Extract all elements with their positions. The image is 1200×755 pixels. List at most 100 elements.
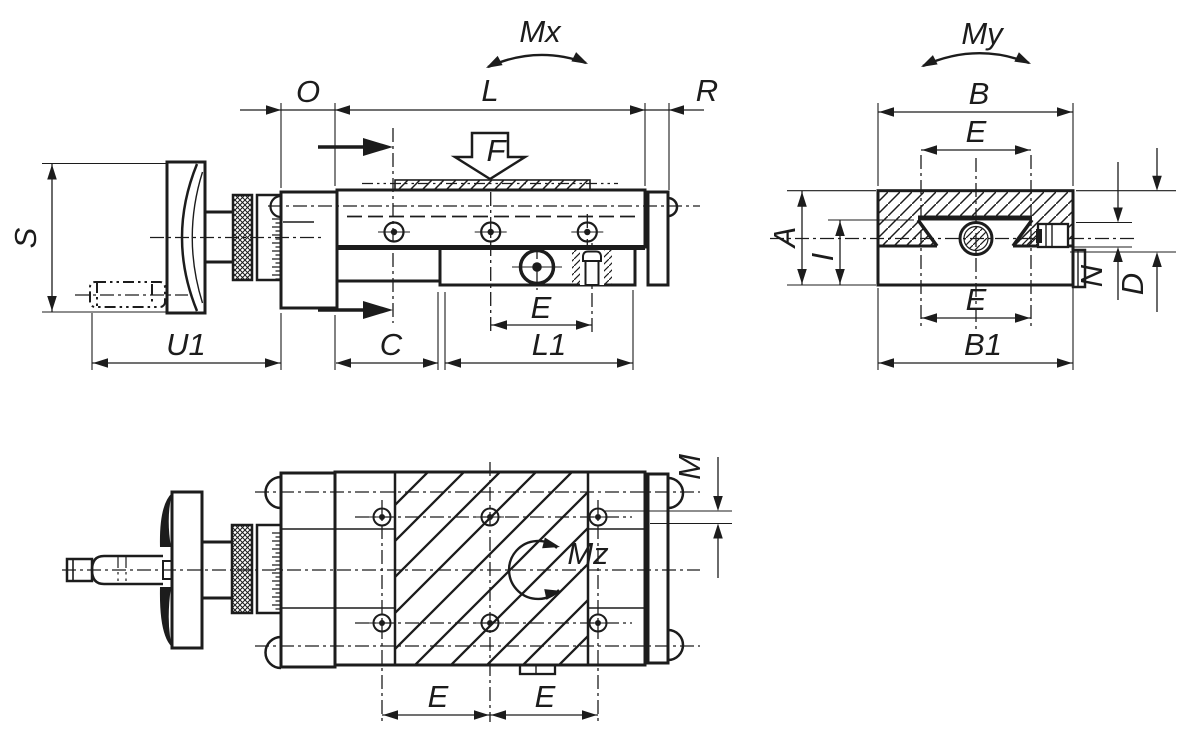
force-label: F <box>487 133 508 168</box>
dovetail-edges-right <box>588 528 648 609</box>
dim-u1-label: U1 <box>166 327 206 362</box>
side-handwheel <box>165 160 283 315</box>
table-hole <box>476 507 504 527</box>
fold-grip-top <box>90 554 163 586</box>
end-dim-b: B <box>877 76 1074 186</box>
gib-strip-hatch <box>1015 221 1038 246</box>
side-body <box>279 179 679 310</box>
side-dim-c: C <box>334 292 439 370</box>
spindle-dome <box>269 194 282 219</box>
lead-screw-section <box>958 221 994 256</box>
hub-top <box>202 540 232 600</box>
side-dim-s: S <box>8 162 172 313</box>
set-screw-body <box>584 260 600 286</box>
dim-l-label: L <box>481 73 498 108</box>
top-holes <box>368 507 612 633</box>
end-body-outline <box>876 189 1075 287</box>
handwheel-disc <box>165 160 207 315</box>
dim-c-label: C <box>380 327 403 362</box>
end-dim-a: A <box>767 190 876 286</box>
dim-b-label: B <box>969 76 990 111</box>
handwheel-disc-top <box>170 490 204 650</box>
mount-hole <box>571 221 604 243</box>
end-dim-n: N <box>1070 162 1132 300</box>
table-hole <box>368 507 396 527</box>
dim-s-label: S <box>8 227 43 248</box>
end-centerlines <box>770 155 1135 332</box>
dovetail-flanks <box>916 218 1034 248</box>
force-arrow: F <box>450 131 530 181</box>
end-body <box>876 189 1087 289</box>
end-dim-i: I <box>805 219 914 285</box>
moment-mz-label: Mz <box>567 536 609 571</box>
housing-lobe <box>264 635 282 670</box>
top-dim-e-right: E <box>490 679 598 720</box>
table-hole <box>476 613 504 633</box>
vernier-ticks <box>272 218 281 280</box>
dim-e-left-label: E <box>428 679 449 714</box>
table-hole <box>368 613 396 633</box>
end-dim-e-top: E <box>921 114 1031 155</box>
housing-lobe <box>264 475 282 510</box>
top-view: Mz M E E <box>62 454 732 722</box>
table-hole <box>584 507 612 527</box>
end-dim-b1: B1 <box>877 288 1074 370</box>
side-grip-phantom <box>89 281 166 308</box>
side-dim-u1: U1 <box>91 313 282 370</box>
dim-d-label: D <box>1115 273 1150 295</box>
end-plate <box>646 190 670 287</box>
counterbore-hole <box>512 248 562 286</box>
side-holes <box>378 221 604 286</box>
side-section-arrows <box>318 138 393 319</box>
force-arrow-outline <box>450 131 530 181</box>
side-centerlines <box>75 128 700 332</box>
side-dim-l1: L1 <box>444 290 634 370</box>
end-plate-top <box>646 472 670 665</box>
dim-m-label: M <box>672 454 707 480</box>
side-dim-olr: O L R <box>240 73 718 190</box>
dim-e-top-label: E <box>966 114 987 149</box>
disc-rim-lower <box>159 587 172 647</box>
top-handwheel <box>65 490 283 650</box>
dim-e-bottom-label: E <box>966 282 987 317</box>
load-surface-hatch <box>395 180 590 190</box>
knurled-ring-top <box>231 524 253 614</box>
set-screw-cap <box>582 250 602 262</box>
end-dim-d: D <box>1070 148 1176 312</box>
disc-rim-upper <box>159 493 172 547</box>
fold-grip-phantom <box>89 281 166 308</box>
dim-r-label: R <box>696 73 718 108</box>
moment-mx: Mx <box>486 14 588 69</box>
end-tab <box>1071 248 1087 289</box>
mount-hole <box>378 221 410 243</box>
top-dim-m: M <box>604 454 732 578</box>
dim-i-label: I <box>805 252 840 261</box>
dim-n-label: N <box>1074 264 1109 287</box>
top-body <box>264 470 685 676</box>
top-dim-e-left: E <box>382 679 490 720</box>
dim-l1-label: L1 <box>532 327 566 362</box>
side-dim-e: E <box>491 290 592 330</box>
dim-b1-label: B1 <box>964 327 1002 362</box>
mount-hole <box>474 221 507 243</box>
end-view: My B E A I <box>767 16 1176 370</box>
moment-mz: Mz <box>507 536 609 601</box>
dim-e-right-label: E <box>535 679 556 714</box>
dim-a-label: A <box>767 227 802 250</box>
moment-my-label: My <box>961 16 1005 51</box>
handwheel-hub <box>205 210 233 264</box>
end-plate-lobe <box>667 476 685 510</box>
knurled-ring <box>232 194 253 281</box>
moment-my: My <box>921 16 1031 68</box>
table-hatch <box>395 472 588 665</box>
dim-o-label: O <box>296 74 320 109</box>
top-centerlines <box>62 462 700 722</box>
end-plate-lobe <box>667 628 685 662</box>
moment-mx-label: Mx <box>519 14 562 49</box>
bottom-tab <box>518 663 557 676</box>
moment-mx-arc <box>487 53 587 69</box>
drive-housing <box>279 190 339 310</box>
moment-my-arc <box>922 52 1030 68</box>
